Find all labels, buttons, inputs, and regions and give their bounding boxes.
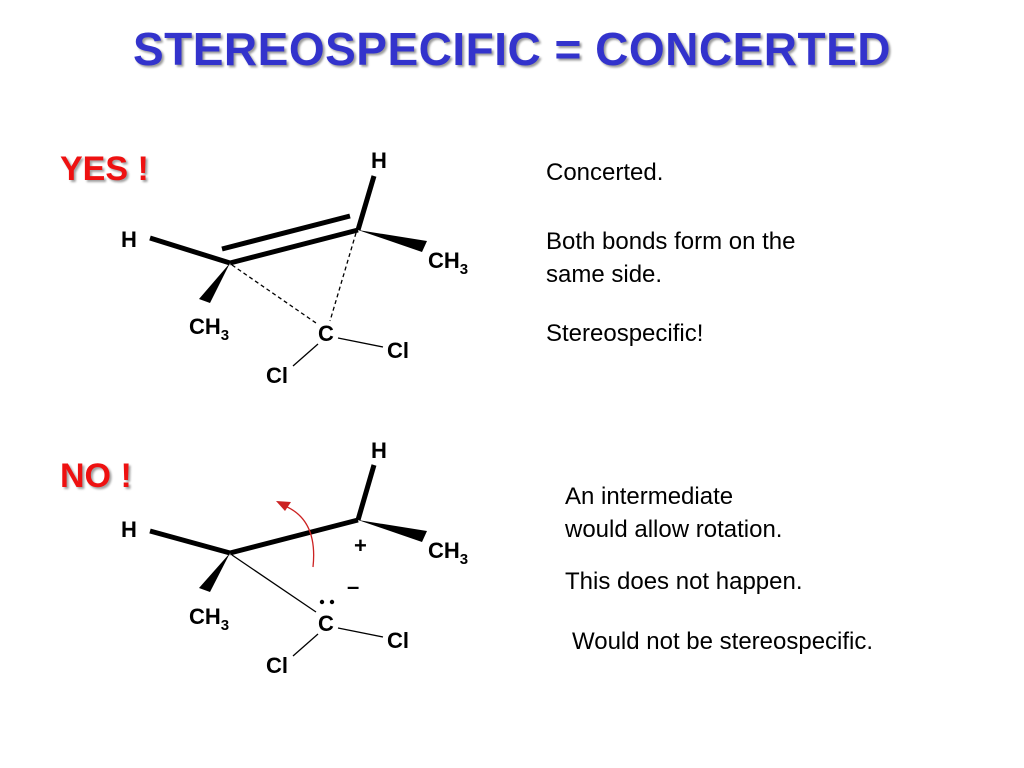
no-note-intermediate-line1: An intermediate — [565, 483, 734, 510]
no-atom-ch3-left: CH3 — [189, 604, 229, 634]
lone-pair-dot-2 — [329, 599, 335, 605]
no-wedge-ch3-right — [358, 520, 427, 542]
rotation-arrow — [284, 505, 315, 568]
no-atom-ch3-right: CH3 — [428, 538, 468, 568]
slide-title: STEREOSPECIFIC = CONCERTED — [132, 23, 892, 75]
yes-atom-h-left: H — [121, 227, 137, 252]
no-atom-h-top: H — [371, 438, 387, 463]
no-note-not-stereospecific: Would not be stereospecific. — [572, 628, 874, 655]
no-ch3-right-text: CH — [428, 538, 460, 563]
no-molecule: H H CH3 CH3 C Cl Cl + – — [121, 438, 468, 678]
no-single-bond — [229, 517, 359, 556]
yes-forming-bond-left — [231, 264, 317, 324]
yes-forming-bond-right — [329, 232, 357, 322]
yes-note-both-bonds-line2: same side. — [546, 261, 663, 288]
yes-molecule: H H CH3 CH3 C Cl Cl — [121, 148, 468, 388]
rotation-arrowhead — [276, 501, 291, 511]
yes-atom-cl-left: Cl — [266, 363, 288, 388]
no-atom-h-left: H — [121, 517, 137, 542]
no-atom-cl-left: Cl — [266, 653, 288, 678]
yes-note-stereospecific: Stereospecific! — [546, 320, 704, 347]
anion-charge: – — [347, 574, 359, 599]
no-atom-carbon: C — [318, 611, 334, 636]
no-bond-c-cl-right — [337, 627, 384, 638]
yes-note-both-bonds-line1: Both bonds form on the — [546, 228, 796, 255]
no-verdict: NO ! — [60, 457, 132, 495]
yes-atom-h-top: H — [371, 148, 387, 173]
no-ch3-left-subscript: 3 — [221, 617, 229, 634]
no-wedge-ch3-left — [199, 553, 230, 592]
no-ch3-right-subscript: 3 — [460, 551, 468, 568]
yes-atom-ch3-left: CH3 — [189, 314, 229, 344]
yes-bond-c-cl-right — [337, 337, 384, 348]
no-note-does-not-happen: This does not happen. — [565, 568, 803, 595]
yes-ch3-left-text: CH — [189, 314, 221, 339]
yes-bond-c-cl-left — [292, 343, 319, 367]
no-atom-cl-right: Cl — [387, 628, 409, 653]
yes-wedge-ch3-left — [199, 263, 230, 303]
no-note-intermediate-line2: would allow rotation. — [565, 516, 783, 543]
lone-pair-dot-1 — [319, 599, 325, 605]
yes-atom-carbon: C — [318, 321, 334, 346]
no-bond-to-carbene — [231, 554, 317, 613]
yes-bond-h-top — [355, 175, 377, 231]
yes-note-concerted: Concerted. — [546, 159, 664, 186]
yes-ch3-right-subscript: 3 — [460, 261, 468, 278]
yes-verdict: YES ! — [60, 150, 149, 188]
yes-bond-h-left — [149, 235, 231, 266]
yes-double-bond-line1 — [229, 227, 359, 266]
no-bond-h-top — [355, 464, 377, 521]
no-bond-h-left — [149, 528, 231, 556]
yes-ch3-left-subscript: 3 — [221, 327, 229, 344]
yes-ch3-right-text: CH — [428, 248, 460, 273]
yes-double-bond-line2 — [221, 213, 351, 252]
yes-atom-ch3-right: CH3 — [428, 248, 468, 278]
yes-wedge-ch3-right — [358, 230, 427, 252]
no-bond-c-cl-left — [292, 633, 319, 657]
cation-charge: + — [354, 533, 367, 558]
no-ch3-left-text: CH — [189, 604, 221, 629]
yes-atom-cl-right: Cl — [387, 338, 409, 363]
